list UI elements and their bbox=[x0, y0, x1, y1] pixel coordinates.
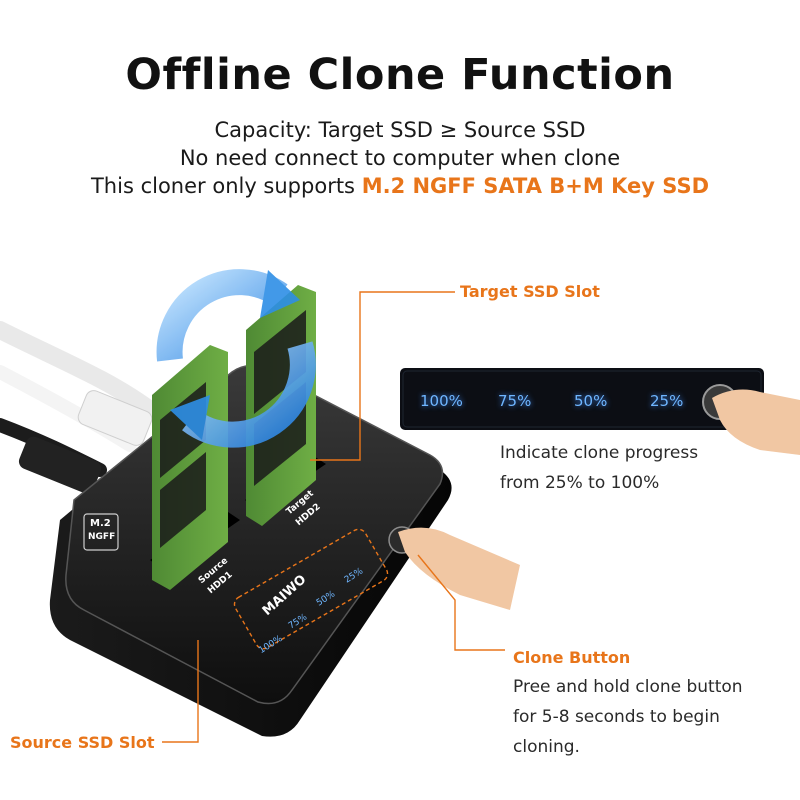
progress-led-50: 50% bbox=[574, 392, 608, 410]
source-slot-callout: Source SSD Slot bbox=[10, 733, 155, 752]
hand-illustration-bottom bbox=[398, 527, 520, 610]
target-slot-callout: Target SSD Slot bbox=[460, 282, 600, 301]
clone-direction-arrow bbox=[156, 269, 316, 448]
clone-button-description-line: Pree and hold clone button bbox=[513, 677, 743, 697]
support-note: This cloner only supports M.2 NGFF SATA … bbox=[0, 174, 800, 198]
progress-led-100: 100% bbox=[420, 392, 463, 410]
usb-cables bbox=[0, 321, 159, 494]
progress-led-75: 75% bbox=[498, 392, 532, 410]
clone-button-description-line: for 5-8 seconds to begin bbox=[513, 707, 720, 727]
progress-description-line: Indicate clone progress bbox=[500, 443, 699, 463]
capacity-note: Capacity: Target SSD ≥ Source SSD bbox=[214, 118, 586, 142]
clone-button-callout-title: Clone Button bbox=[513, 648, 631, 667]
hand-illustration-top bbox=[712, 389, 800, 455]
progress-led-25: 25% bbox=[650, 392, 684, 410]
no-computer-note: No need connect to computer when clone bbox=[179, 146, 621, 170]
support-note-highlight: M.2 NGFF SATA B+M Key SSD bbox=[361, 174, 709, 198]
page-title: Offline Clone Function bbox=[125, 50, 675, 100]
device-badge-line1: M.2 bbox=[90, 518, 111, 529]
support-note-prefix: This cloner only supports bbox=[90, 174, 362, 198]
clone-button-description-line: cloning. bbox=[513, 737, 580, 757]
clone-button-description: Pree and hold clone button for 5-8 secon… bbox=[513, 672, 743, 762]
progress-description-line: from 25% to 100% bbox=[500, 473, 660, 493]
progress-description: Indicate clone progress from 25% to 100% bbox=[500, 438, 698, 498]
device-badge-line2: NGFF bbox=[88, 532, 116, 542]
callout-lines bbox=[162, 291, 505, 743]
